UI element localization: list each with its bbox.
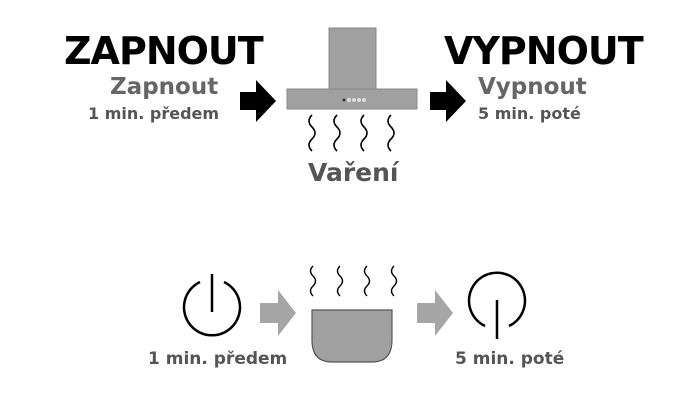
power-off-icon [467, 271, 527, 339]
steam-icon [308, 114, 395, 152]
switch-off-time: 5 min. poté [478, 104, 581, 123]
bottom-on-time: 1 min. předem [148, 349, 288, 369]
range-hood-icon [286, 27, 418, 110]
switch-off-label: Vypnout [478, 74, 587, 100]
arrow-right-black-icon [240, 80, 276, 122]
cooking-pot-icon [311, 309, 393, 363]
arrow-right-black-icon [430, 80, 466, 122]
power-on-icon [182, 274, 242, 337]
arrow-right-gray-icon [260, 290, 296, 336]
steam-icon [309, 265, 398, 297]
arrow-right-gray-icon [417, 290, 453, 336]
switch-on-title: ZAPNOUT [64, 29, 264, 73]
switch-off-title: VYPNOUT [444, 29, 644, 73]
switch-on-time: 1 min. předem [88, 104, 220, 123]
cooking-label: Vaření [308, 158, 399, 187]
switch-on-label: Zapnout [110, 74, 219, 100]
bottom-off-time: 5 min. poté [455, 349, 565, 369]
